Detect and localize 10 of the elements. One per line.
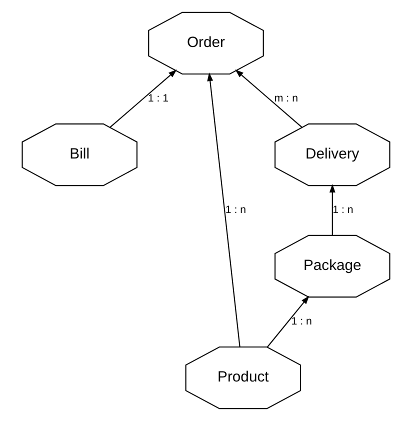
arrow (329, 184, 336, 236)
edge-label: 1 : n (332, 204, 354, 216)
arrow (266, 296, 310, 348)
arrow (235, 69, 302, 128)
arrow (207, 72, 240, 347)
edge-label: 1 : n (225, 204, 246, 216)
arrow (110, 69, 177, 128)
edge-label: m : n (274, 92, 298, 105)
edge-label: 1 : n (291, 316, 312, 328)
edge-label: 1 : 1 (148, 92, 169, 105)
